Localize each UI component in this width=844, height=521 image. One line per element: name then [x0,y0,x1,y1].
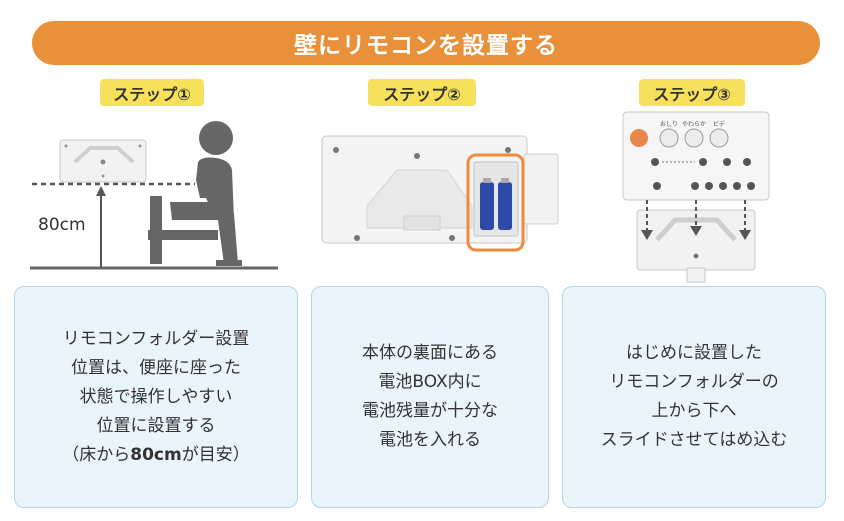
step-2-description-card: 本体の裏面にある 電池BOX内に 電池残量が十分な 電池を入れる [311,286,549,508]
step-2-illustration [321,135,559,252]
step-3-description-card: はじめに設置した リモコンフォルダーの 上から下へ スライドさせてはめ込む [562,286,826,508]
battery-2 [498,182,512,230]
slide-down-arrows [641,200,751,240]
stop-button-icon [630,129,648,147]
step-3-badge: ステップ③ [639,79,745,106]
step-3-illustration: おしり やわらか ビデ [622,111,770,283]
card-3-line-1: はじめに設置した [626,343,762,363]
step-1-label: ステップ① [113,84,191,104]
card-1-note: （床から80cmが目安） [62,441,249,470]
card-1-note-suffix: が目安） [181,444,250,465]
battery-highlight-frame [466,153,525,252]
step-3-label: ステップ③ [653,84,731,104]
card-1-line-4: 位置に設置する [96,415,216,436]
page-title-banner: 壁にリモコンを設置する [32,21,820,65]
oshiri-button-icon [659,128,679,148]
oshiri-text: おしり [660,121,678,128]
height-label: 80cm [38,215,86,235]
battery-1 [480,182,494,230]
step-1-badge: ステップ① [100,79,204,106]
card-1-note-height: 80cm [130,444,182,465]
card-2-line-3: 電池残量が十分な [362,401,498,421]
bidet-button-icon [709,128,729,148]
step-1-description-card: リモコンフォルダー設置 位置は、便座に座った 状態で操作しやすい 位置に設置する… [14,286,298,508]
height-arrow [96,186,106,267]
step-2-badge: ステップ② [368,79,476,106]
yawaraka-text: やわらか [682,120,706,128]
card-3-line-4: スライドさせてはめ込む [600,430,788,450]
step-2-label: ステップ② [383,84,461,104]
card-1-note-prefix: （床から [62,444,131,465]
yawaraka-button-icon [684,128,704,148]
bidet-text: ビデ [713,120,725,128]
page-title: 壁にリモコンを設置する [294,33,558,59]
remote-front-image: おしり やわらか ビデ [622,111,770,201]
card-1-line-3: 状態で操作しやすい [79,386,233,407]
seated-person-icon [148,121,242,266]
card-2-line-1: 本体の裏面にある [362,343,498,363]
card-1-line-1: リモコンフォルダー設置 [62,328,250,349]
card-1-line-2: 位置は、便座に座った [71,357,241,378]
card-2-line-4: 電池を入れる [379,430,481,450]
remote-holder-image [636,209,756,283]
battery-cover [523,153,559,225]
card-2-line-2: 電池BOX内に [378,372,482,392]
card-3-line-2: リモコンフォルダーの [609,372,779,392]
step-1-illustration [30,121,278,270]
card-3-line-3: 上から下へ [651,401,737,421]
remote-holder-image [59,139,147,183]
